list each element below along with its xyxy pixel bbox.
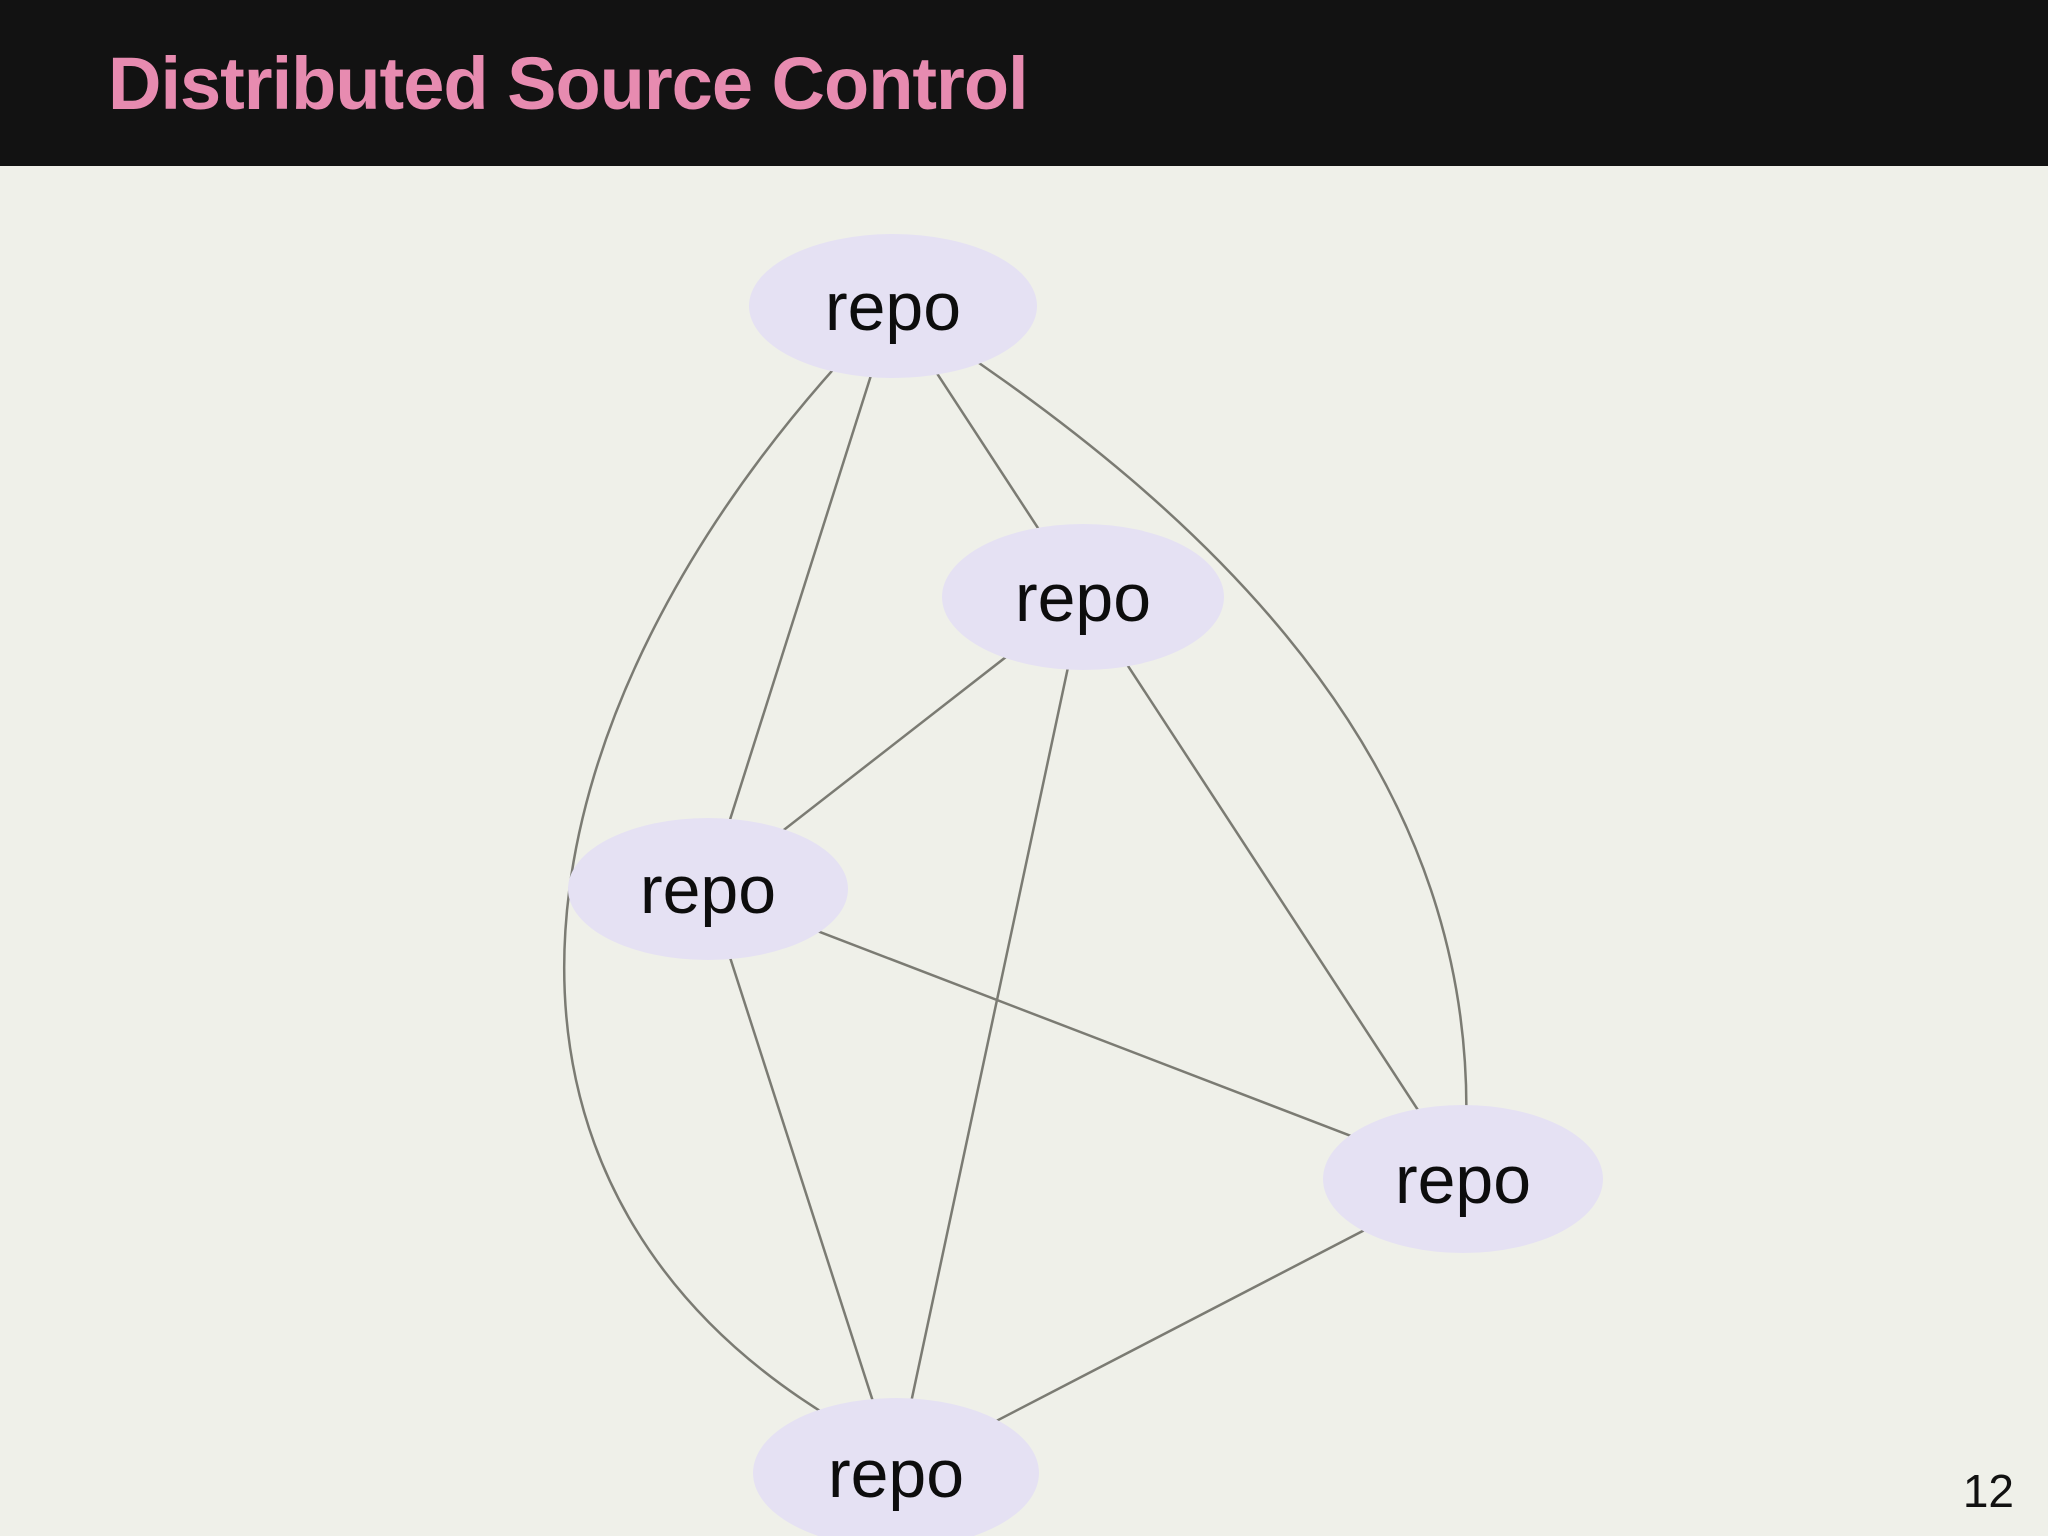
repo-bottom-label: repo <box>828 1436 964 1512</box>
edge-top-bottom-curved <box>562 305 894 1442</box>
node-repo-left: repo <box>568 818 848 960</box>
edge-middle-bottom <box>894 596 1085 1474</box>
edge-left-bottom <box>706 888 898 1474</box>
repo-top-label: repo <box>825 269 961 345</box>
slide-header: Distributed Source Control <box>0 0 2048 166</box>
page-number: 12 <box>1962 1465 2014 1517</box>
repo-middle-ellipse <box>942 524 1224 670</box>
repo-left-label: repo <box>640 852 776 928</box>
repo-left-ellipse <box>568 818 848 960</box>
repo-bottom-ellipse <box>753 1398 1039 1536</box>
repo-top-ellipse <box>749 234 1037 378</box>
slide-title: Distributed Source Control <box>108 41 1029 125</box>
node-repo-top: repo <box>749 234 1037 378</box>
edge-left-right <box>707 887 1464 1181</box>
node-repo-middle: repo <box>942 524 1224 670</box>
edge-top-left <box>706 305 895 890</box>
node-repo-bottom: repo <box>753 1398 1039 1536</box>
node-repo-right: repo <box>1323 1105 1603 1253</box>
repo-right-ellipse <box>1323 1105 1603 1253</box>
repo-middle-label: repo <box>1015 560 1151 636</box>
repo-right-label: repo <box>1395 1142 1531 1218</box>
edge-top-right-curved <box>892 304 1468 1180</box>
edge-middle-right <box>1081 596 1465 1180</box>
